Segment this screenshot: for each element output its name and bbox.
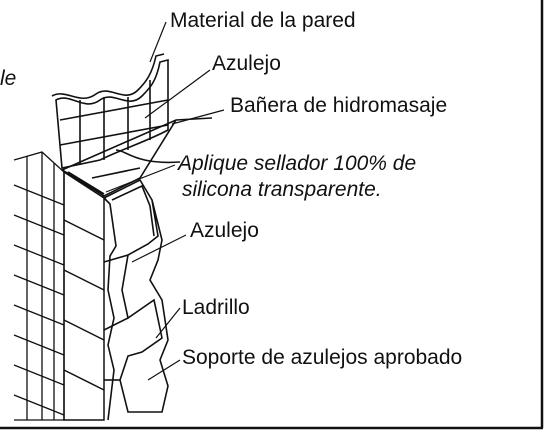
left-tile-wall — [13, 151, 65, 421]
label-sealant-line2: silicona transparente. — [182, 178, 382, 201]
label-brick: Ladrillo — [182, 296, 250, 319]
leader-wall-material — [149, 21, 167, 63]
wall-material-panel — [51, 53, 169, 169]
leader-tile-backer — [147, 359, 181, 381]
label-whirlpool-tub: Bañera de hidromasaje — [230, 94, 447, 117]
leader-whirlpool-tub — [171, 109, 225, 125]
leader-tile-middle — [131, 234, 187, 263]
label-cut-off-fragment: le — [0, 67, 16, 90]
label-tile-middle: Azulejo — [190, 219, 259, 242]
leader-tile-top — [144, 69, 211, 119]
label-tile-backer: Soporte de azulejos aprobado — [182, 346, 462, 369]
label-tile-top: Azulejo — [212, 52, 281, 75]
brick-layer — [103, 178, 169, 421]
leader-brick — [155, 307, 181, 339]
label-sealant-line1: Aplique sellador 100% de — [176, 152, 416, 175]
leader-sealant — [105, 164, 176, 193]
leader-lines — [105, 21, 225, 381]
tile-apron — [63, 170, 105, 421]
label-wall-material: Material de la pared — [170, 9, 356, 32]
